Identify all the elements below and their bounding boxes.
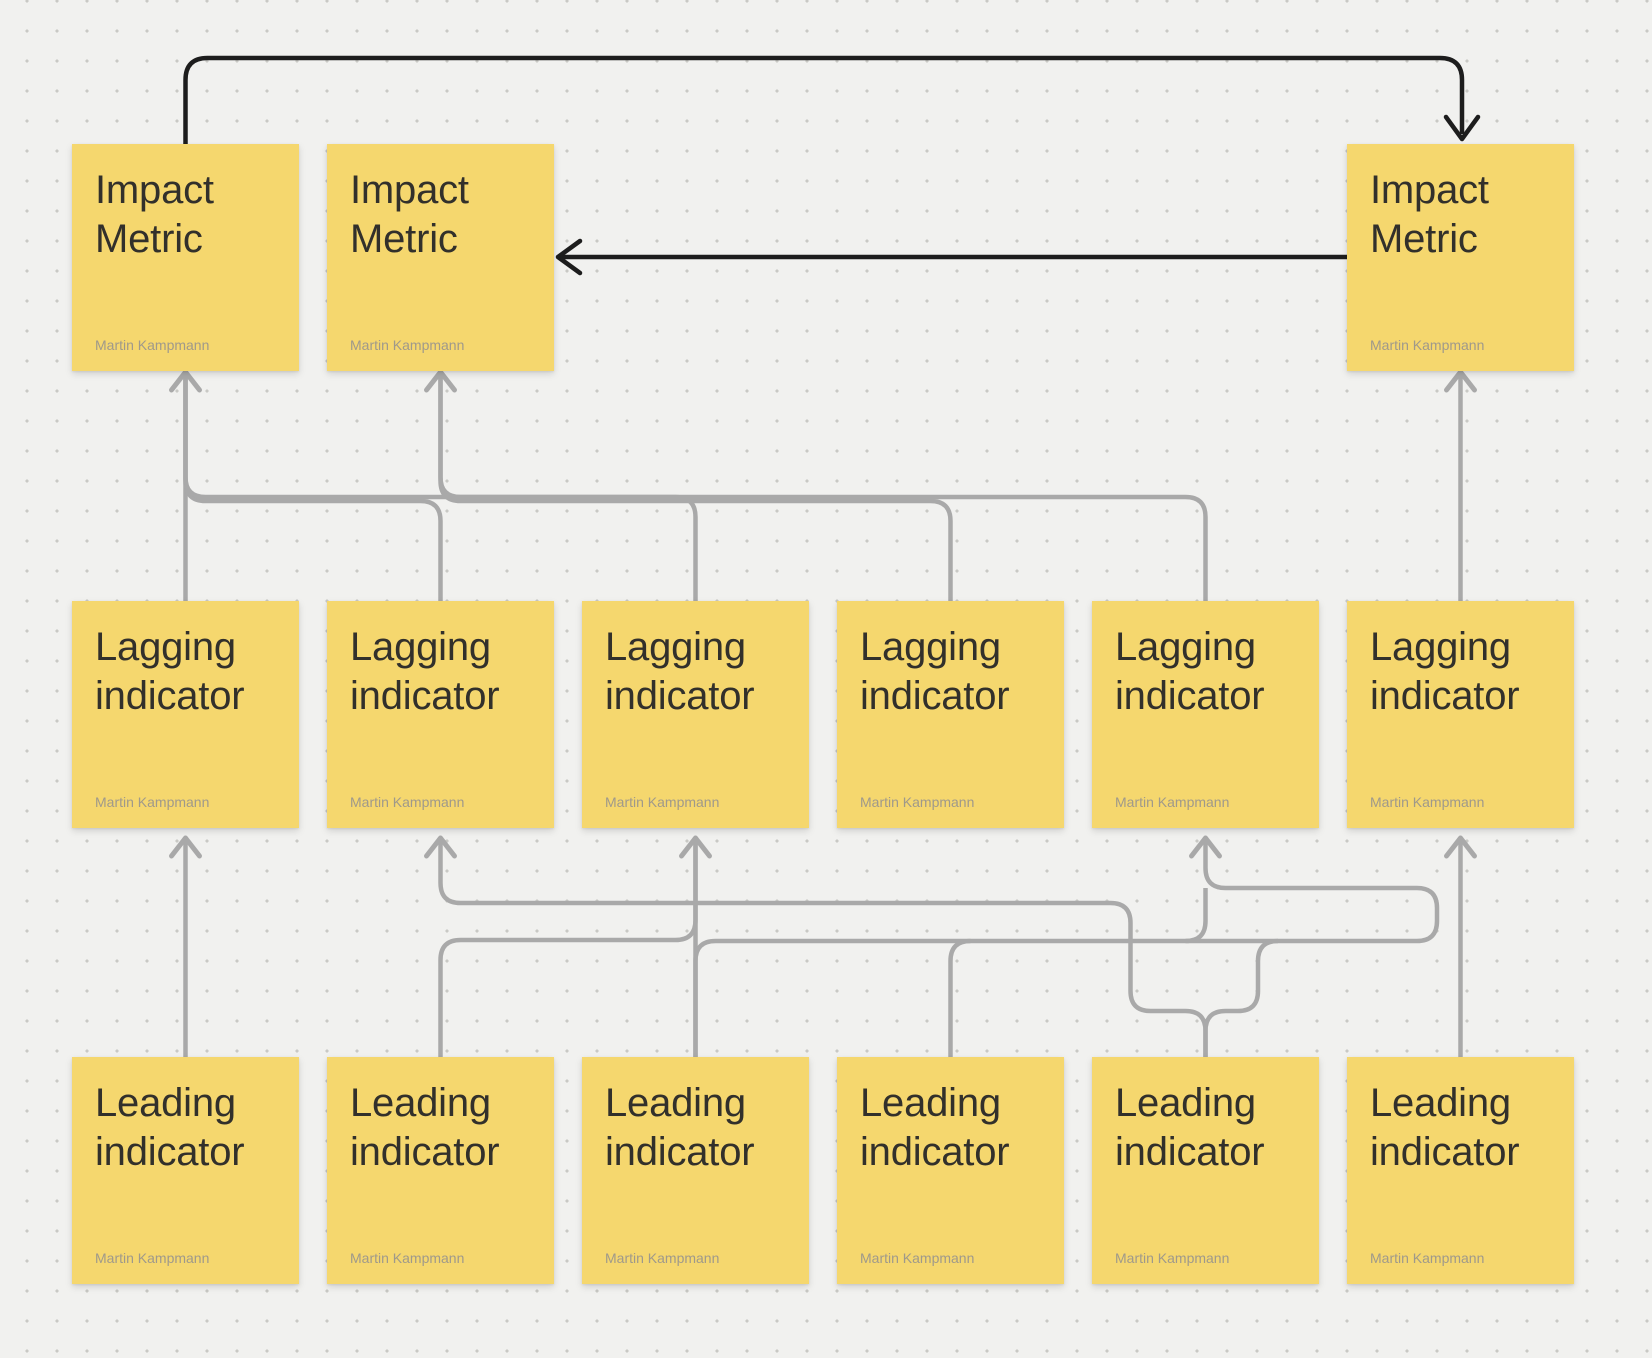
sticky-note-lagging-indicator-6[interactable]: Lagging indicator Martin Kampmann [1347,601,1574,828]
note-author: Martin Kampmann [1370,337,1485,353]
arrowhead-into-lagging2 [424,835,457,859]
arrowhead-into-impact3 [1444,369,1477,393]
arrowhead-into-lagging5 [1189,835,1222,859]
note-author: Martin Kampmann [1370,1250,1485,1266]
sticky-note-leading-indicator-1[interactable]: Leading indicator Martin Kampmann [72,1057,299,1284]
connector-impact1-impact3[interactable] [183,55,1465,144]
note-title: Lagging indicator [1115,625,1265,718]
sticky-note-leading-indicator-5[interactable]: Leading indicator Martin Kampmann [1092,1057,1319,1284]
note-author: Martin Kampmann [350,337,465,353]
note-title: Leading indicator [95,1081,245,1174]
note-title: Impact Metric [95,168,214,261]
note-title: Lagging indicator [95,625,245,718]
note-author: Martin Kampmann [860,1250,975,1266]
arrowhead-into-impact1 [169,369,202,393]
note-author: Martin Kampmann [350,794,465,810]
sticky-note-leading-indicator-6[interactable]: Leading indicator Martin Kampmann [1347,1057,1574,1284]
connector-leading3-branch-bus[interactable] [693,938,971,1057]
sticky-note-lagging-indicator-4[interactable]: Lagging indicator Martin Kampmann [837,601,1064,828]
note-title: Lagging indicator [860,625,1010,718]
note-title: Impact Metric [350,168,469,261]
connectors-leading-to-lagging [169,835,1477,1057]
sticky-note-leading-indicator-3[interactable]: Leading indicator Martin Kampmann [582,1057,809,1284]
note-title: Impact Metric [1370,168,1489,261]
connector-lagging4-impact2[interactable] [438,374,953,601]
note-title: Leading indicator [350,1081,500,1174]
arrowhead-into-lagging1 [169,835,202,859]
note-author: Martin Kampmann [95,337,210,353]
connector-leading4-lagging5[interactable] [948,938,1279,1057]
note-author: Martin Kampmann [95,794,210,810]
sticky-note-lagging-indicator-2[interactable]: Lagging indicator Martin Kampmann [327,601,554,828]
sticky-note-leading-indicator-4[interactable]: Leading indicator Martin Kampmann [837,1057,1064,1284]
arrowhead-into-impact2 [424,369,457,393]
connector-lagging2-impact1[interactable] [183,374,443,601]
sticky-note-leading-indicator-2[interactable]: Leading indicator Martin Kampmann [327,1057,554,1284]
note-title: Lagging indicator [350,625,500,718]
note-author: Martin Kampmann [605,794,720,810]
note-title: Leading indicator [1115,1081,1265,1174]
note-author: Martin Kampmann [95,1250,210,1266]
note-title: Lagging indicator [1370,625,1520,718]
sticky-note-lagging-indicator-5[interactable]: Lagging indicator Martin Kampmann [1092,601,1319,828]
note-author: Martin Kampmann [1370,794,1485,810]
note-author: Martin Kampmann [1115,794,1230,810]
connector-leading5-lagging5-uturn[interactable] [1203,840,1440,1057]
note-author: Martin Kampmann [1115,1250,1230,1266]
arrowhead-into-impact2-right [555,238,583,276]
note-author: Martin Kampmann [860,794,975,810]
note-author: Martin Kampmann [605,1250,720,1266]
connector-lagging3-impact2[interactable] [438,374,698,601]
sticky-note-impact-metric-2[interactable]: Impact Metric Martin Kampmann [327,144,554,371]
arrowhead-into-lagging6 [1444,835,1477,859]
note-title: Leading indicator [860,1081,1010,1174]
arrowhead-into-impact3-top [1443,114,1481,142]
connector-lagging5-impact1[interactable] [183,374,1208,601]
connectors-impact-to-impact [183,55,1481,276]
connectors-lagging-to-impact [169,369,1477,601]
connector-leading5-lagging2[interactable] [438,840,1208,1057]
sticky-note-impact-metric-3[interactable]: Impact Metric Martin Kampmann [1347,144,1574,371]
arrowhead-into-lagging3 [679,835,712,859]
note-title: Lagging indicator [605,625,755,718]
sticky-note-lagging-indicator-3[interactable]: Lagging indicator Martin Kampmann [582,601,809,828]
note-author: Martin Kampmann [350,1250,465,1266]
connector-leading2-lagging3[interactable] [438,840,698,1057]
note-title: Leading indicator [605,1081,755,1174]
sticky-note-lagging-indicator-1[interactable]: Lagging indicator Martin Kampmann [72,601,299,828]
sticky-note-impact-metric-1[interactable]: Impact Metric Martin Kampmann [72,144,299,371]
note-title: Leading indicator [1370,1081,1520,1174]
connector-bus-rise-col5[interactable] [1185,888,1208,944]
